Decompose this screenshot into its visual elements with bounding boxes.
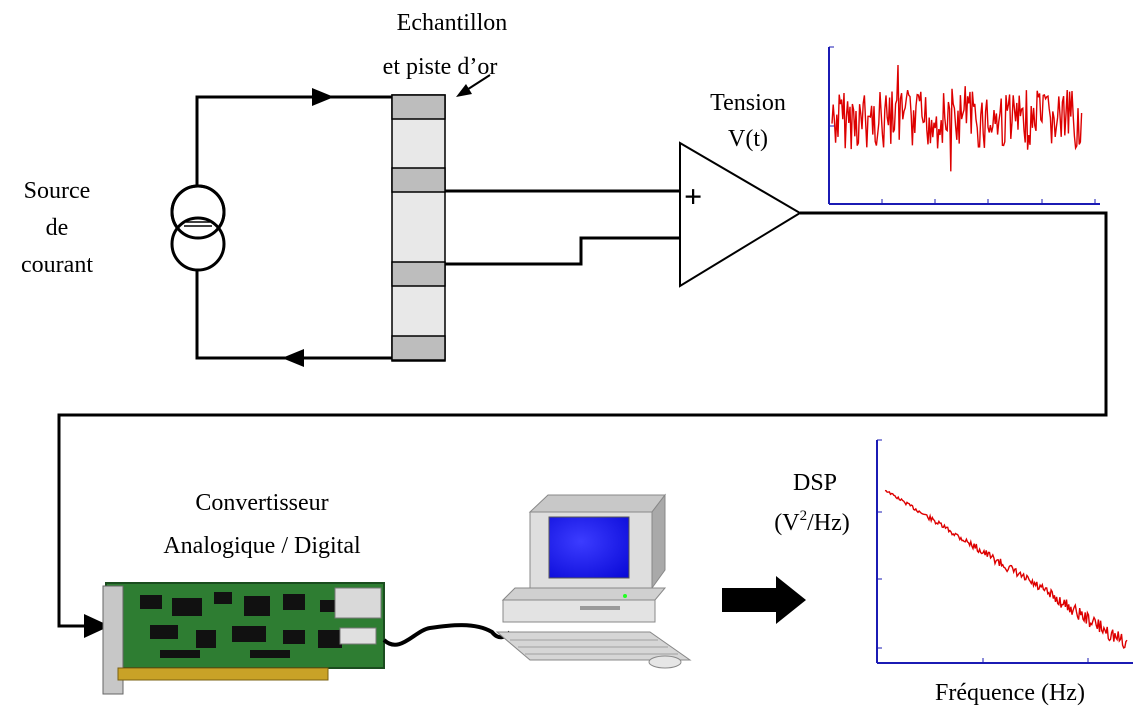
tension-label-line1: Tension — [710, 90, 786, 116]
amplifier-icon — [679, 141, 802, 288]
adc-board-icon — [102, 582, 385, 695]
time-chart-ticks — [829, 46, 1096, 204]
computer-screen — [548, 516, 630, 579]
dsp-unit-label: (V2/Hz) — [774, 508, 849, 536]
current-source-icon — [170, 184, 226, 272]
current-direction-arrow-bottom — [282, 349, 304, 367]
source-label-line3: courant — [21, 252, 93, 278]
psd-chart — [876, 439, 1133, 664]
psd-chart-ticks — [877, 439, 1089, 663]
frequency-axis-label: Fréquence (Hz) — [935, 680, 1085, 706]
converter-label-line1: Convertisseur — [195, 490, 328, 516]
source-label-line2: de — [46, 215, 69, 241]
gold-pad — [391, 94, 446, 120]
gold-pad — [391, 167, 446, 193]
dsp-label-line1: DSP — [793, 470, 837, 496]
computer-mouse — [648, 655, 682, 669]
gold-pad — [391, 261, 446, 287]
sample-strip — [391, 94, 446, 362]
sample-label-line2: et piste d’or — [383, 54, 498, 80]
time-signal-chart — [828, 46, 1100, 205]
input-arrowhead — [84, 614, 110, 638]
minus-input-wire — [445, 236, 680, 266]
source-loop-wire — [195, 95, 392, 360]
gold-pad — [391, 335, 446, 361]
output-wire — [57, 211, 1108, 628]
sample-label-line1: Echantillon — [397, 10, 508, 36]
sample-pointer-arrow — [456, 74, 491, 97]
converter-label-line2: Analogique / Digital — [163, 533, 361, 559]
source-label-line1: Source — [24, 178, 91, 204]
tension-label-line2: V(t) — [728, 126, 768, 152]
data-cable — [382, 623, 512, 647]
voltage-noise-series — [831, 64, 1083, 172]
psd-series — [884, 489, 1128, 649]
plus-sign: + — [684, 178, 702, 214]
current-direction-arrow-top — [312, 88, 334, 106]
right-arrow-icon — [722, 576, 806, 624]
computer-icon — [495, 493, 692, 669]
